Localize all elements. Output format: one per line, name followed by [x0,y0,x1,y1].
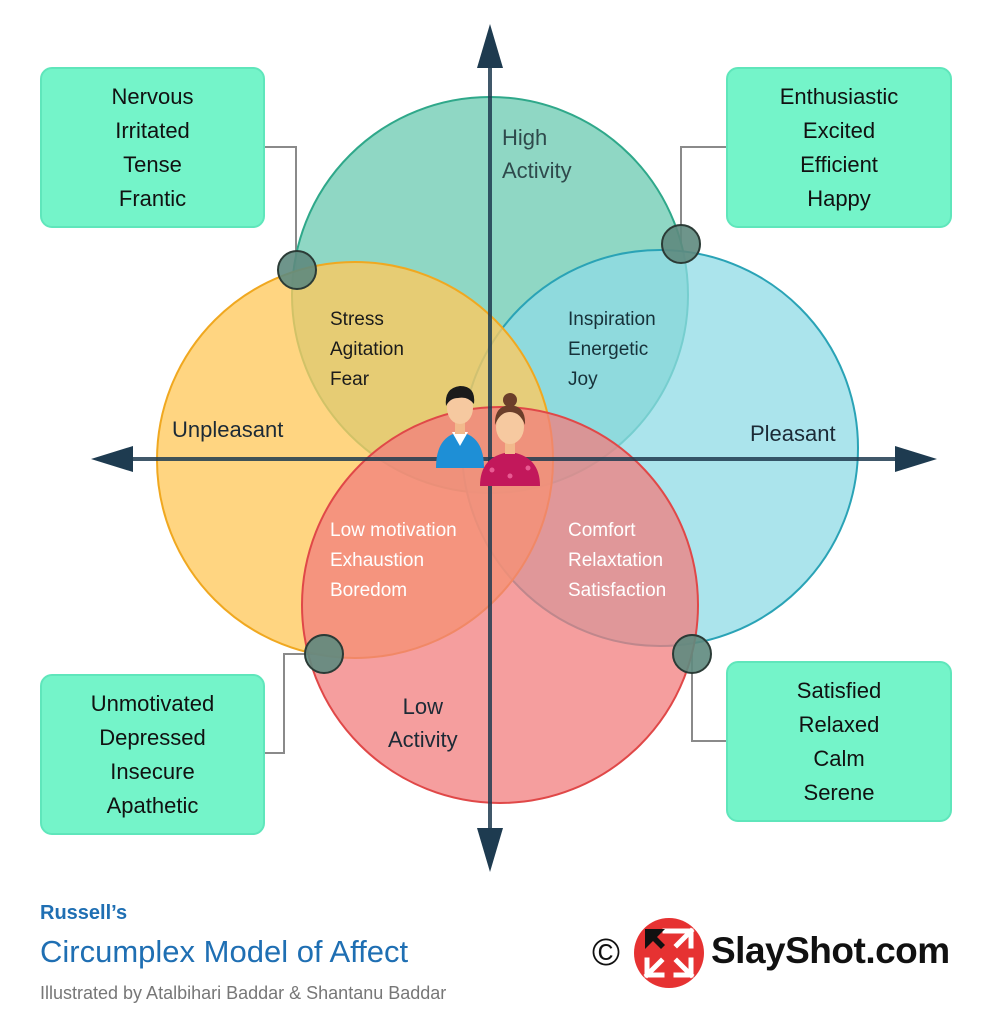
connector-top-right [680,146,726,244]
slayshot-logo-icon [634,918,704,988]
dot-top-left [277,250,317,290]
dot-bottom-left [304,634,344,674]
dot-bottom-right [672,634,712,674]
overlap-bottom-left: Low motivation Exhaustion Boredom [330,516,457,606]
brand-name: SlayShot.com [711,930,950,971]
box-item: Insecure [110,758,195,784]
box-item: Enthusiastic [779,83,899,109]
arrow-down-icon [477,828,503,872]
overlap-item: Joy [568,369,598,390]
arrow-left-icon [91,446,133,472]
axis-label-line: High [502,125,548,150]
quadrant-box-top-left: Nervous Irritated Tense Frantic [40,67,265,228]
overlap-item: Fear [330,369,370,390]
arrow-up-icon [477,24,503,68]
caption-credit: Illustrated by Atalbihari Baddar & Shant… [40,983,447,1003]
overlap-item: Satisfaction [568,580,667,601]
overlap-top-right: Inspiration Energetic Joy [568,305,656,395]
overlap-item: Stress [330,309,384,330]
overlap-item: Relaxtation [568,550,664,571]
dot-top-right [661,224,701,264]
connector-top-left [265,146,297,270]
overlap-item: Agitation [330,339,404,360]
axis-label-unpleasant: Unpleasant [172,417,284,442]
overlap-item: Low motivation [330,520,457,541]
quadrant-box-bottom-right: Satisfied Relaxed Calm Serene [726,661,952,822]
box-item: Unmotivated [90,690,215,716]
overlap-item: Comfort [568,520,636,541]
box-item: Relaxed [798,711,880,737]
caption-pre-title: Russell’s [40,902,128,924]
overlap-item: Energetic [568,339,649,360]
axis-label-line: Activity [388,727,458,752]
arrow-right-icon [895,446,937,472]
box-item: Irritated [115,117,190,143]
box-item: Satisfied [796,677,882,703]
connector-lines [265,146,726,754]
overlap-top-left: Stress Agitation Fear [330,305,404,395]
quadrant-box-bottom-left: Unmotivated Depressed Insecure Apathetic [40,674,265,835]
caption-title: Circumplex Model of Affect [40,934,409,969]
box-item: Excited [802,117,876,143]
axis-label-line: Low [402,694,444,719]
circle-low-activity [301,406,699,804]
box-item: Tense [123,151,182,177]
box-item: Apathetic [106,792,199,818]
axis-label-low-activity: Low Activity [388,690,458,756]
overlap-bottom-right: Comfort Relaxtation Satisfaction [568,516,666,606]
connector-dots [277,224,712,674]
axis-label-line: Activity [502,158,572,183]
quadrant-box-top-right: Enthusiastic Excited Efficient Happy [726,67,952,228]
box-item: Efficient [800,151,878,177]
user-couple-icon [436,386,540,486]
box-item: Depressed [99,724,206,750]
connector-bottom-right [691,654,726,742]
overlap-item: Exhaustion [330,550,425,571]
box-item: Happy [807,185,871,211]
axis-label-high-activity: High Activity [502,121,572,187]
overlap-item: Boredom [330,580,408,601]
box-item: Nervous [111,83,194,109]
copyright-sign: © [592,932,620,974]
box-item: Frantic [118,185,187,211]
overlap-item: Inspiration [568,309,656,330]
axis-label-pleasant: Pleasant [750,421,836,446]
box-item: Serene [803,779,875,805]
box-item: Calm [813,745,865,771]
